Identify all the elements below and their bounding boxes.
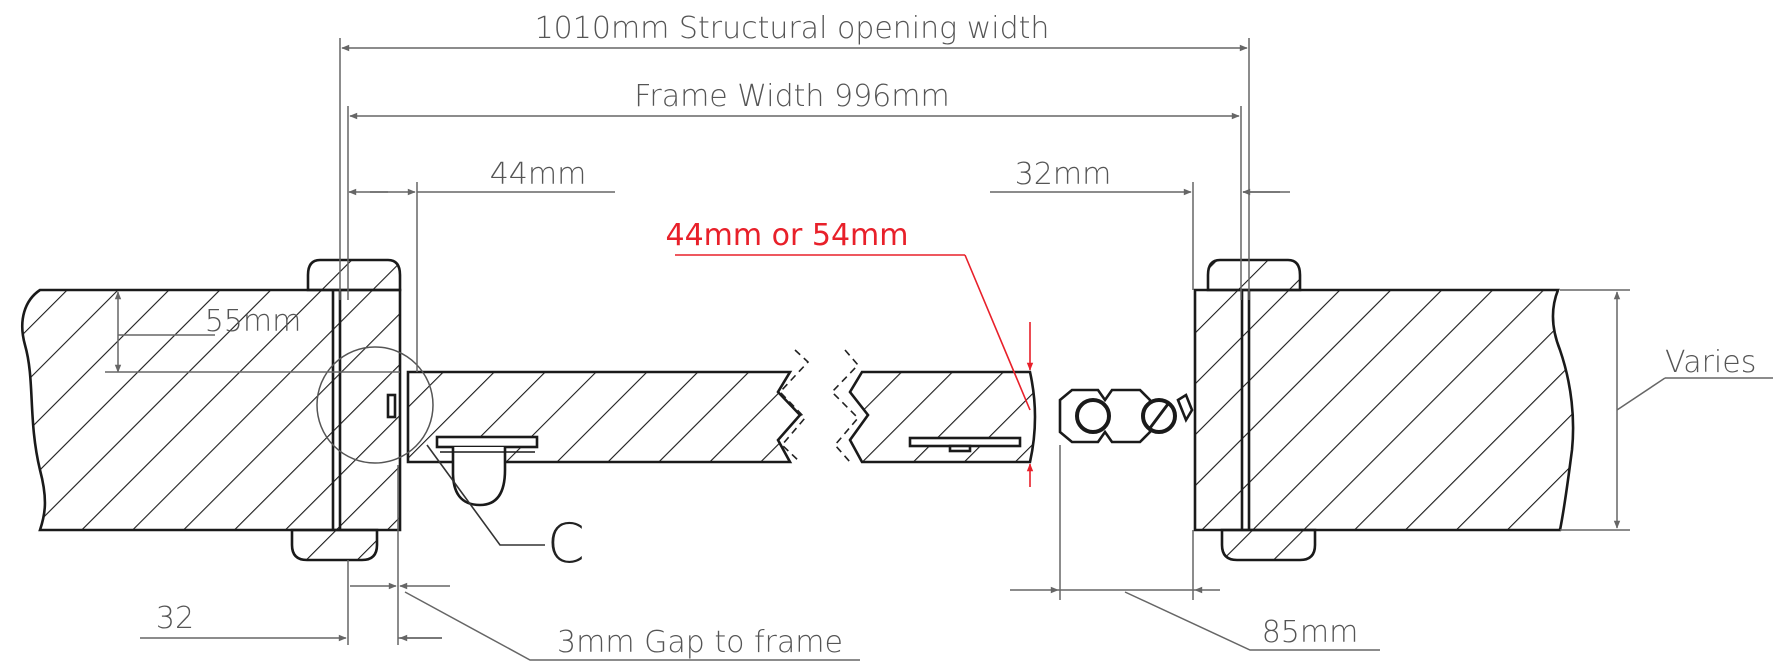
hinge-icon bbox=[1058, 388, 1194, 444]
dim-hinge-offset bbox=[1010, 445, 1380, 651]
dim-bottom-32-label: 32 bbox=[156, 601, 194, 636]
detail-c-label: C bbox=[547, 512, 585, 575]
door-leaf-right-part bbox=[848, 370, 1037, 464]
dim-frame-depth bbox=[105, 291, 400, 373]
dim-gap-label: 3mm Gap to frame bbox=[557, 625, 843, 660]
right-wall-section bbox=[1193, 288, 1575, 532]
dim-left-rebate-label: 44mm bbox=[490, 157, 587, 192]
dim-frame-width-label: Frame Width 996mm bbox=[634, 79, 949, 114]
dim-structural-opening bbox=[339, 38, 1250, 300]
dim-right-rebate-label: 32mm bbox=[1015, 157, 1112, 192]
door-handle-icon bbox=[435, 435, 539, 507]
right-frame-jamb bbox=[1206, 258, 1317, 562]
dim-bottom-32 bbox=[140, 560, 442, 645]
dim-frame-depth-label: 55mm bbox=[205, 304, 302, 339]
dim-gap bbox=[350, 465, 860, 661]
break-lines bbox=[778, 349, 860, 463]
dim-frame-width bbox=[347, 106, 1242, 300]
dim-door-thickness bbox=[675, 254, 1034, 487]
dim-varies-label: Varies bbox=[1665, 345, 1756, 380]
dim-right-rebate bbox=[990, 182, 1290, 290]
dim-door-thickness-label: 44mm or 54mm bbox=[665, 218, 908, 253]
dim-hinge-offset-label: 85mm bbox=[1262, 615, 1359, 650]
left-frame-jamb bbox=[290, 258, 402, 562]
detail-c-marker bbox=[316, 346, 545, 546]
dim-varies bbox=[1560, 289, 1773, 531]
door-plate-icon bbox=[908, 436, 1022, 453]
dim-structural-opening-label: 1010mm Structural opening width bbox=[535, 11, 1050, 46]
dim-left-rebate bbox=[348, 182, 615, 372]
